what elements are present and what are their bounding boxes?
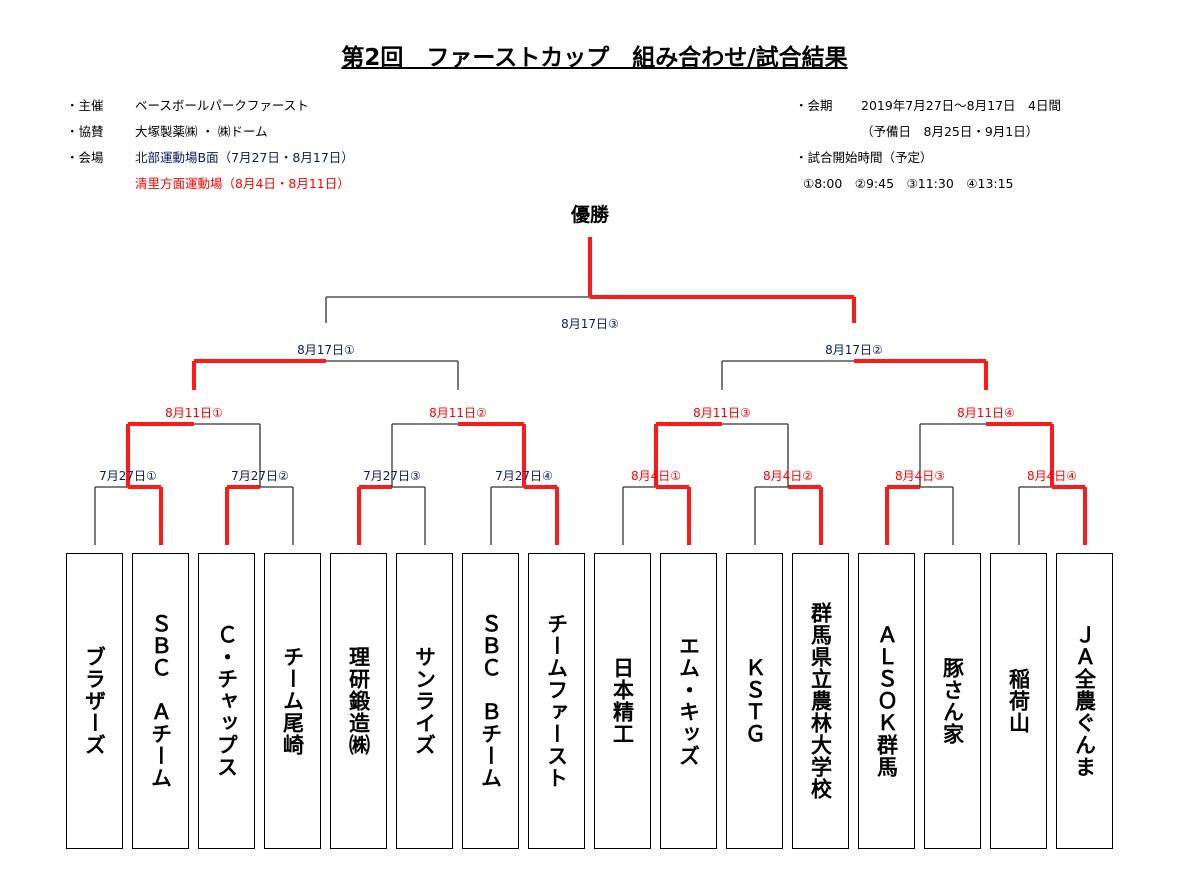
match-label: 8月4日②: [762, 469, 814, 483]
start-times: ①8:00 ②9:45 ③11:30 ④13:15: [803, 176, 1014, 191]
team-box: ＳＢＣ Ａチーム: [132, 553, 189, 849]
match-label: 8月4日③: [894, 469, 946, 483]
team-name: 稲荷山: [1006, 668, 1031, 734]
team-box: 稲荷山: [990, 553, 1047, 849]
team-name: ブラザーズ: [82, 646, 107, 756]
team-box: ＳＢＣ Ｂチーム: [462, 553, 519, 849]
reserve-days: （予備日 8月25日・9月1日）: [861, 124, 1039, 139]
team-name: ＳＢＣ Ａチーム: [148, 613, 173, 789]
team-box: 日本精工: [594, 553, 651, 849]
sponsor: 大塚製薬㈱ ・ ㈱ドーム: [135, 124, 268, 139]
team-box: チームファースト: [528, 553, 585, 849]
team-name: Ｃ・チャップス: [214, 624, 239, 778]
team-name: 群馬県立農林大学校: [808, 602, 833, 800]
team-name: ＡＬＳＯＫ群馬: [874, 624, 899, 778]
venue-2: 清里方面運動場（8月4日・8月11日）: [135, 176, 350, 191]
match-label: 8月11日①: [165, 406, 223, 420]
team-name: ＫＳＴＧ: [742, 657, 767, 745]
team-box: サンライズ: [396, 553, 453, 849]
team-name: チーム尾崎: [280, 646, 305, 756]
team-box: チーム尾崎: [264, 553, 321, 849]
team-name: エム・キッズ: [676, 635, 701, 767]
start-time-label: ・試合開始時間（予定）: [795, 150, 933, 165]
period-label: ・会期: [795, 98, 833, 113]
match-label: 7月27日①: [99, 469, 157, 483]
team-name: 理研鍛造㈱: [346, 646, 371, 756]
team-box: ブラザーズ: [66, 553, 123, 849]
match-label: 7月27日④: [495, 469, 553, 483]
match-label: 8月11日②: [429, 406, 487, 420]
team-box: ＡＬＳＯＫ群馬: [858, 553, 915, 849]
match-label: 8月11日③: [693, 406, 751, 420]
match-label: 8月17日②: [825, 343, 883, 357]
team-name: ＪＡ全農ぐんま: [1072, 624, 1097, 778]
match-label: 7月27日②: [231, 469, 289, 483]
team-box: Ｃ・チャップス: [198, 553, 255, 849]
sponsor-label: ・協賛: [66, 124, 104, 139]
champion-label: 優勝: [570, 204, 609, 226]
match-label: 7月27日③: [363, 469, 421, 483]
venue-label: ・会場: [66, 150, 104, 165]
team-box: エム・キッズ: [660, 553, 717, 849]
team-box: ＪＡ全農ぐんま: [1056, 553, 1113, 849]
title-text: 第2回 ファーストカップ 組み合わせ/試合結果: [341, 45, 848, 71]
team-box: 群馬県立農林大学校: [792, 553, 849, 849]
team-name: 日本精工: [610, 657, 635, 745]
team-name: チームファースト: [544, 613, 569, 789]
match-label: 8月4日④: [1026, 469, 1078, 483]
match-label: 8月17日①: [297, 343, 355, 357]
organizer: ベースボールパークファースト: [135, 98, 309, 113]
venue-1: 北部運動場B面（7月27日・8月17日）: [135, 150, 354, 165]
team-box: ＫＳＴＧ: [726, 553, 783, 849]
team-box: 豚さん家: [924, 553, 981, 849]
team-box: 理研鍛造㈱: [330, 553, 387, 849]
team-name: 豚さん家: [940, 657, 965, 745]
organizer-label: ・主催: [66, 98, 104, 113]
match-label: 8月17日③: [561, 317, 619, 331]
match-label: 8月4日①: [630, 469, 682, 483]
page-title: 第2回 ファーストカップ 組み合わせ/試合結果: [0, 38, 1189, 72]
team-name: ＳＢＣ Ｂチーム: [478, 613, 503, 789]
team-name: サンライズ: [412, 646, 437, 756]
match-label: 8月11日④: [957, 406, 1015, 420]
period: 2019年7月27日～8月17日 4日間: [861, 98, 1061, 113]
